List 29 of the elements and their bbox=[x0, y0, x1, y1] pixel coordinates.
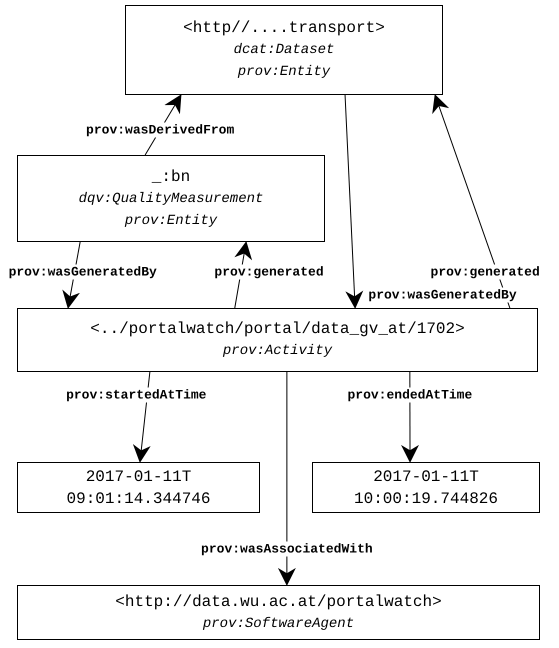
edge-label: prov:wasDerivedFrom bbox=[84, 122, 236, 138]
node-box bbox=[312, 462, 540, 513]
node-box bbox=[17, 585, 540, 640]
node-label: 2017-01-11T 10:00:19.744826 bbox=[352, 466, 500, 510]
edge-label: prov:wasGeneratedBy bbox=[6, 264, 159, 280]
arrow bbox=[432, 94, 510, 308]
arrow bbox=[344, 94, 364, 309]
node-label: _:bn bbox=[152, 166, 190, 188]
type-label: prov:Activity bbox=[222, 342, 332, 361]
node-label: <http://data.wu.ac.at/portalwatch> bbox=[115, 592, 442, 612]
edge-label: prov:wasGeneratedBy bbox=[366, 288, 519, 303]
node-box bbox=[17, 155, 325, 242]
node-box bbox=[17, 462, 260, 513]
type-label: dcat:Dataset bbox=[234, 41, 334, 60]
edge-label: prov:startedAtTime bbox=[64, 388, 208, 403]
node-label: <../portalwatch/portal/data_gv_at/1702> bbox=[90, 319, 465, 340]
arrow bbox=[278, 372, 296, 586]
node-label: <http//....transport> bbox=[183, 18, 385, 39]
node-box bbox=[125, 5, 443, 95]
node-box bbox=[17, 308, 538, 372]
edge-label: prov:endedAtTime bbox=[345, 388, 474, 403]
type-label: prov:Entity bbox=[238, 63, 330, 82]
edge-label: prov:generated bbox=[428, 264, 542, 280]
node-label: 2017-01-11T 09:01:14.344746 bbox=[65, 466, 212, 510]
edge-label: prov:wasAssociatedWith bbox=[199, 541, 375, 556]
edge-label: prov:generated bbox=[212, 264, 326, 280]
type-label: dqv:QualityMeasurement bbox=[78, 190, 264, 208]
type-label: prov:Entity bbox=[124, 212, 218, 230]
type-label: prov:SoftwareAgent bbox=[202, 614, 354, 634]
